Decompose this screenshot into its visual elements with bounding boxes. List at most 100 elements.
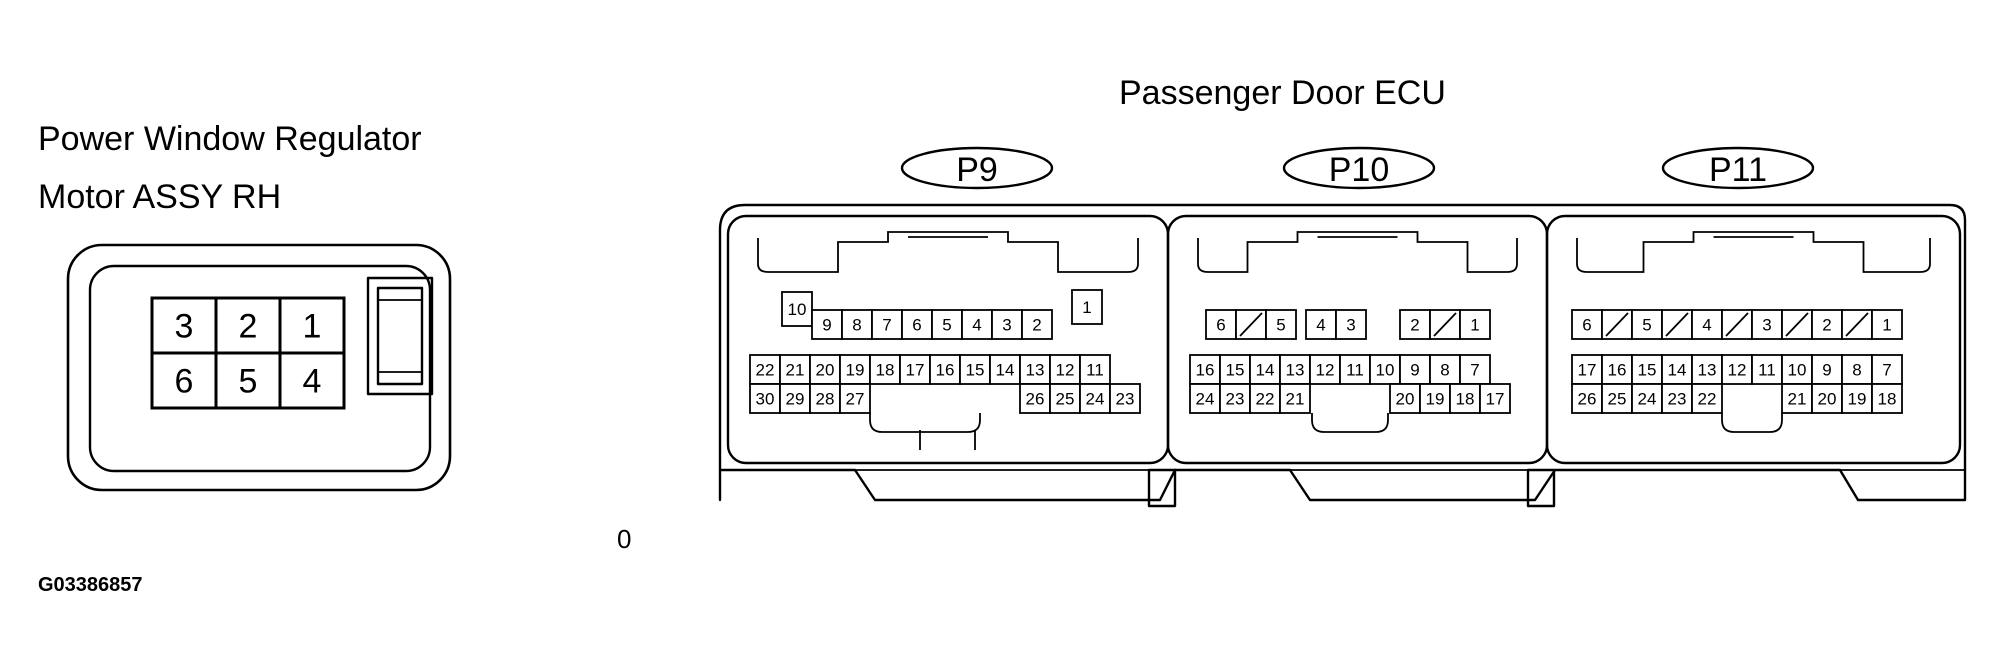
- pin-cell: [1265, 309, 1297, 340]
- pin-cell: [929, 354, 961, 385]
- pin: 15: [1219, 354, 1251, 385]
- pin-cell: [1781, 383, 1813, 414]
- pin-cell: [1751, 354, 1783, 385]
- pin: 17: [899, 354, 931, 385]
- pin-cell: [871, 309, 903, 340]
- pin-label: 25: [1056, 390, 1075, 409]
- pin-cell: [1021, 309, 1053, 340]
- motor-pin-cell: [214, 351, 282, 410]
- pin: 29: [779, 383, 811, 414]
- pin-cell: [1631, 309, 1663, 340]
- ecu-title: Passenger Door ECU: [1119, 74, 1446, 112]
- pin: 15: [1631, 354, 1663, 385]
- pin-label: 28: [816, 390, 835, 409]
- pin: 5: [1265, 309, 1297, 340]
- pin-label: 20: [816, 361, 835, 380]
- pin: 11: [1339, 354, 1371, 385]
- connector-lock-tab: [1576, 231, 1931, 273]
- pin-cell: [1601, 354, 1633, 385]
- pin-label: 25: [1608, 390, 1627, 409]
- motor-title-line1: Power Window Regulator: [38, 120, 422, 158]
- pin-cell: [1399, 354, 1431, 385]
- pin-label: 22: [1698, 390, 1717, 409]
- connector-id-oval: [1661, 146, 1815, 190]
- pin-cell: [1335, 309, 1367, 340]
- motor-pin-cell: [278, 296, 346, 355]
- pin: 6: [1571, 309, 1603, 340]
- pin-label: 5: [1642, 316, 1651, 335]
- pin: 2: [1399, 309, 1431, 340]
- pin-label: 26: [1578, 390, 1597, 409]
- pin: 12: [1049, 354, 1081, 385]
- connector-key: [1311, 413, 1389, 433]
- motor-pin-label: 2: [239, 308, 258, 346]
- pin-cell: [869, 354, 901, 385]
- pin-cell: [899, 354, 931, 385]
- pin: 8: [1429, 354, 1461, 385]
- pin-label: 9: [822, 316, 831, 335]
- motor-pin: 1: [278, 296, 346, 355]
- pin-label: 23: [1668, 390, 1687, 409]
- pin-cell: [1071, 289, 1103, 325]
- pin: 9: [1811, 354, 1843, 385]
- pin: 4: [961, 309, 993, 340]
- pin-cell: [1219, 354, 1251, 385]
- pin-label: 23: [1226, 390, 1245, 409]
- pin-label: 6: [912, 316, 921, 335]
- pin-empty-slash: [1433, 312, 1457, 337]
- stray-mark: 0: [617, 524, 631, 554]
- pin-label: 16: [1608, 361, 1627, 380]
- pin-label: 8: [1852, 361, 1861, 380]
- pin-cell: [1691, 309, 1723, 340]
- pin-cell: [1369, 354, 1401, 385]
- pin-empty-slash: [1605, 312, 1629, 337]
- pin-cell: [991, 309, 1023, 340]
- pin: 23: [1219, 383, 1251, 414]
- pin-cell: [931, 309, 963, 340]
- pin: 22: [1691, 383, 1723, 414]
- pin: 19: [1419, 383, 1451, 414]
- pin-cell: [989, 354, 1021, 385]
- pin-label: 21: [1788, 390, 1807, 409]
- motor-pin: 4: [278, 351, 346, 410]
- pin-cell: [1109, 383, 1141, 414]
- pin-cell: [961, 309, 993, 340]
- pin: 20: [809, 354, 841, 385]
- motor-pin-label: 6: [175, 363, 194, 401]
- pin-label: 15: [966, 361, 985, 380]
- pin-label: 11: [1086, 361, 1104, 380]
- pin-cell: [1721, 354, 1753, 385]
- connector-id-label: P9: [900, 146, 1054, 190]
- pin-cell: [1459, 354, 1491, 385]
- pin-label: 7: [882, 316, 891, 335]
- pin: 1: [1871, 309, 1903, 340]
- pin: 24: [1079, 383, 1111, 414]
- pin: 1: [1459, 309, 1491, 340]
- pin: 5: [1631, 309, 1663, 340]
- pin-cell: [1219, 383, 1251, 414]
- pin-label: 10: [1788, 361, 1807, 380]
- pin-label: 12: [1056, 361, 1075, 380]
- pin-label: 9: [1410, 361, 1419, 380]
- pin-label: 6: [1582, 316, 1591, 335]
- connector-id-text: P9: [956, 151, 998, 189]
- pin-label: 24: [1086, 390, 1105, 409]
- pin: 17: [1571, 354, 1603, 385]
- pin-label: 14: [1256, 361, 1275, 380]
- pin-label: 4: [1316, 316, 1325, 335]
- pin-label: 13: [1698, 361, 1717, 380]
- pin-label: 22: [756, 361, 775, 380]
- pin: 8: [1841, 354, 1873, 385]
- pin-cell: [1871, 383, 1903, 414]
- pin-label: 23: [1116, 390, 1135, 409]
- pin-label: 14: [996, 361, 1015, 380]
- pin: 13: [1279, 354, 1311, 385]
- pin-empty: [1841, 309, 1873, 340]
- pin-empty: [1601, 309, 1633, 340]
- pin: 18: [1871, 383, 1903, 414]
- pin: 7: [1459, 354, 1491, 385]
- connector-key: [1721, 413, 1783, 433]
